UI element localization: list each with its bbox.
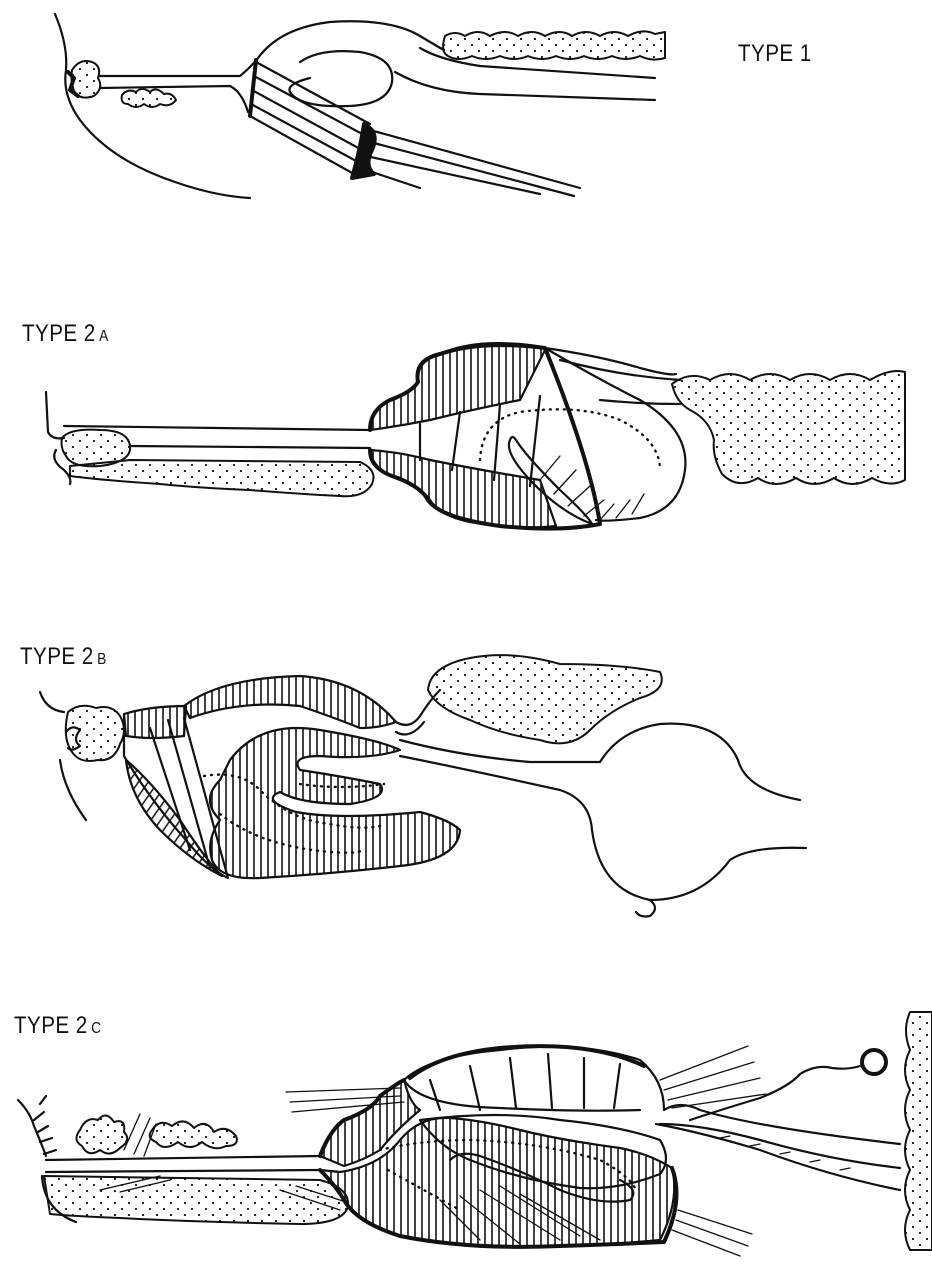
tube-lower	[46, 1170, 320, 1172]
right-duct-2	[660, 1124, 900, 1168]
ring-icon	[862, 1050, 886, 1074]
gland-strands	[124, 1114, 156, 1156]
fan-fibres-lower-right	[672, 1210, 752, 1256]
edge-dotted-gland	[905, 1012, 932, 1250]
fan-fibres-upper-right	[660, 1046, 766, 1108]
right-duct-3	[656, 1124, 900, 1190]
cap-outline	[404, 1047, 664, 1110]
lobed-gland-2	[150, 1121, 237, 1148]
tube-upper	[46, 1156, 320, 1160]
right-duct-dashes	[720, 1136, 850, 1170]
long-dotted-duct	[44, 1176, 348, 1224]
branching-gland	[18, 1096, 56, 1156]
lobed-gland-1	[76, 1115, 127, 1153]
cap-ribs	[430, 1054, 620, 1110]
right-duct-1	[664, 1105, 900, 1144]
